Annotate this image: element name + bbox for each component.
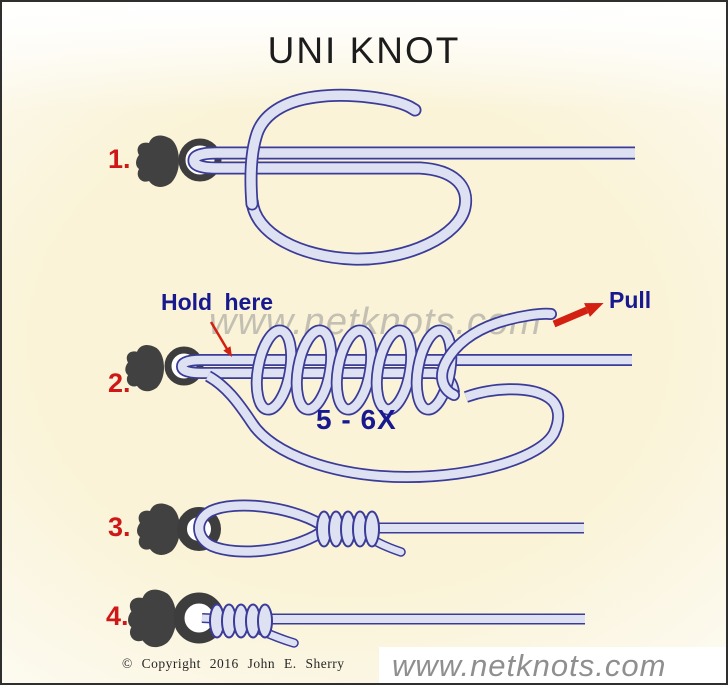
hold-here-arrow-icon (209, 321, 232, 357)
step-1-number: 1. (108, 144, 131, 174)
footer-watermark-box (379, 647, 726, 683)
coil-barrel (316, 510, 380, 548)
fishing-line-rope (175, 307, 632, 484)
fishing-line-rope (193, 499, 584, 558)
page-title: UNI KNOT (267, 30, 461, 71)
knot-step-4 (128, 589, 585, 648)
fishing-line-rope (187, 88, 635, 266)
step-3-number: 3. (108, 512, 131, 542)
step-4-number: 4. (106, 601, 129, 631)
knot-step-3 (137, 499, 584, 558)
rope-wraps (250, 324, 458, 416)
step-2-number: 2. (108, 368, 131, 398)
hold-here-label: Hold here (161, 289, 274, 315)
knot-step-2 (125, 303, 632, 484)
coil-barrel (209, 603, 273, 639)
watermark-footer: www.netknots.com (392, 648, 667, 683)
knot-step-1 (136, 88, 635, 266)
fishing-line-rope (201, 603, 585, 648)
copyright-notice: © Copyright 2016 John E. Sherry (122, 656, 345, 671)
pull-label: Pull (609, 287, 652, 313)
pull-arrow-icon (552, 303, 604, 328)
wrap-count-label: 5 - 6X (316, 404, 397, 435)
